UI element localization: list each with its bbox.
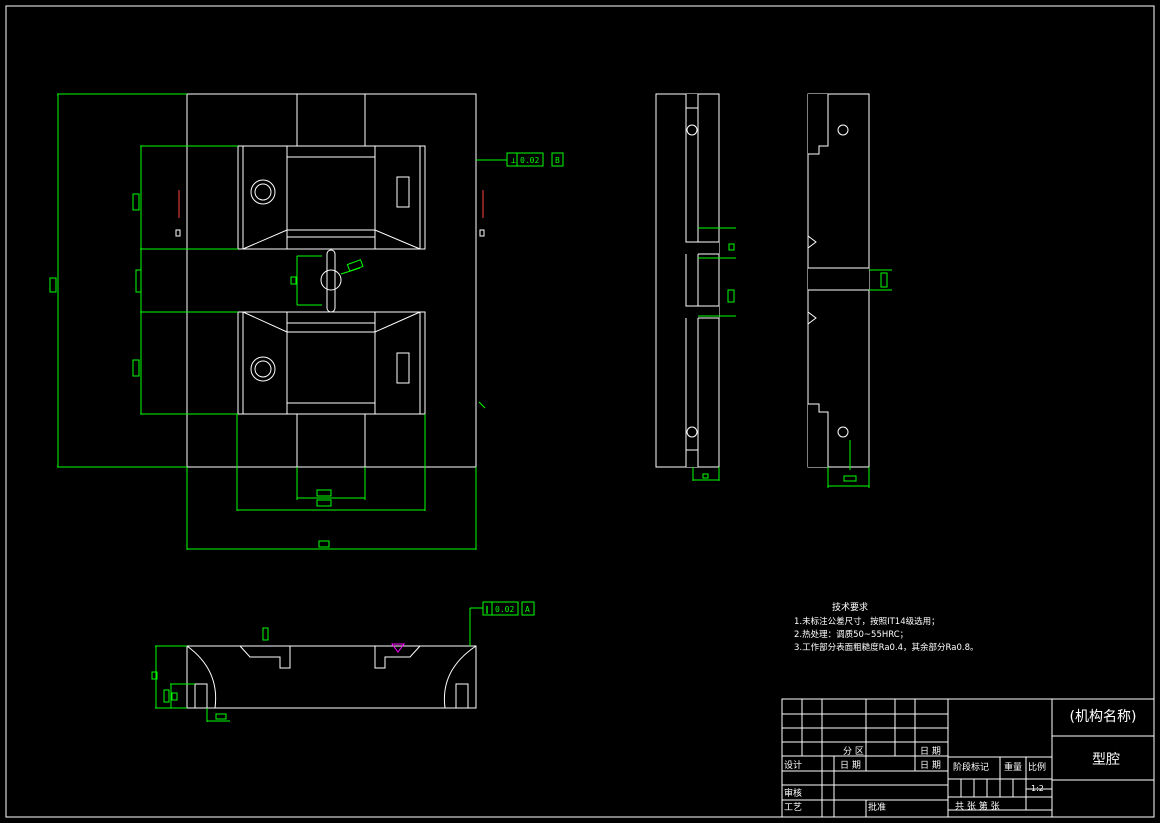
weight-label: 重量	[1004, 761, 1022, 773]
title-block: (机构名称) 型腔 分 区 日 期 设计 日 期 日 期 阶段标记 重量 比例 …	[781, 698, 1155, 818]
drawing-frame	[5, 5, 1155, 818]
approve-label: 批准	[868, 801, 886, 813]
zone-label: 分 区	[843, 746, 864, 757]
stage-mark-label: 阶段标记	[953, 761, 989, 773]
datum-label-top: B	[555, 156, 560, 165]
tolerance-value-bottom: 0.02	[495, 605, 514, 614]
plan-dimensions	[49, 93, 507, 550]
review-label: 审核	[784, 787, 802, 799]
design-date-label: 日 期	[840, 760, 861, 771]
tech-requirement-3: 3.工作部分表面粗糙度Ra0.4，其余部分Ra0.8。	[794, 642, 979, 653]
part-name: 型腔	[1092, 752, 1120, 768]
bottom-section-view	[151, 607, 483, 722]
mechanism-name: (机构名称)	[1070, 709, 1137, 725]
tech-requirement-2: 2.热处理：调质50~55HRC；	[794, 629, 908, 640]
upper-cavity	[237, 145, 426, 250]
scale-label: 比例	[1028, 761, 1046, 773]
date-label-2: 日 期	[920, 760, 941, 771]
process-label: 工艺	[784, 802, 802, 813]
svg-text:⊥: ⊥	[511, 156, 516, 165]
tech-requirement-1: 1.未标注公差尺寸，按照IT14级选用；	[794, 616, 940, 627]
tolerance-frame-bottom: ∥ 0.02 A	[482, 601, 535, 616]
date-label: 日 期	[920, 746, 941, 757]
tolerance-value-top: 0.02	[520, 156, 539, 165]
scale-value: 1:2	[1031, 784, 1044, 793]
runner-sprue	[320, 249, 364, 313]
total-sheets-label: 共 张 第 张	[955, 800, 1000, 812]
technical-requirements: 技术要求 1.未标注公差尺寸，按照IT14级选用； 2.热处理：调质50~55H…	[794, 601, 979, 653]
tech-requirements-title: 技术要求	[832, 601, 868, 613]
section-view-a	[655, 93, 736, 481]
plate-outline	[186, 93, 477, 468]
design-label: 设计	[784, 759, 802, 771]
tolerance-frame-top: ⊥ 0.02 B	[506, 152, 564, 167]
svg-text:∥: ∥	[485, 605, 489, 614]
center-marks	[175, 190, 485, 237]
plan-view	[49, 93, 507, 550]
section-view-b	[807, 93, 892, 488]
datum-label-bottom: A	[525, 605, 530, 614]
lower-cavity	[237, 311, 426, 415]
